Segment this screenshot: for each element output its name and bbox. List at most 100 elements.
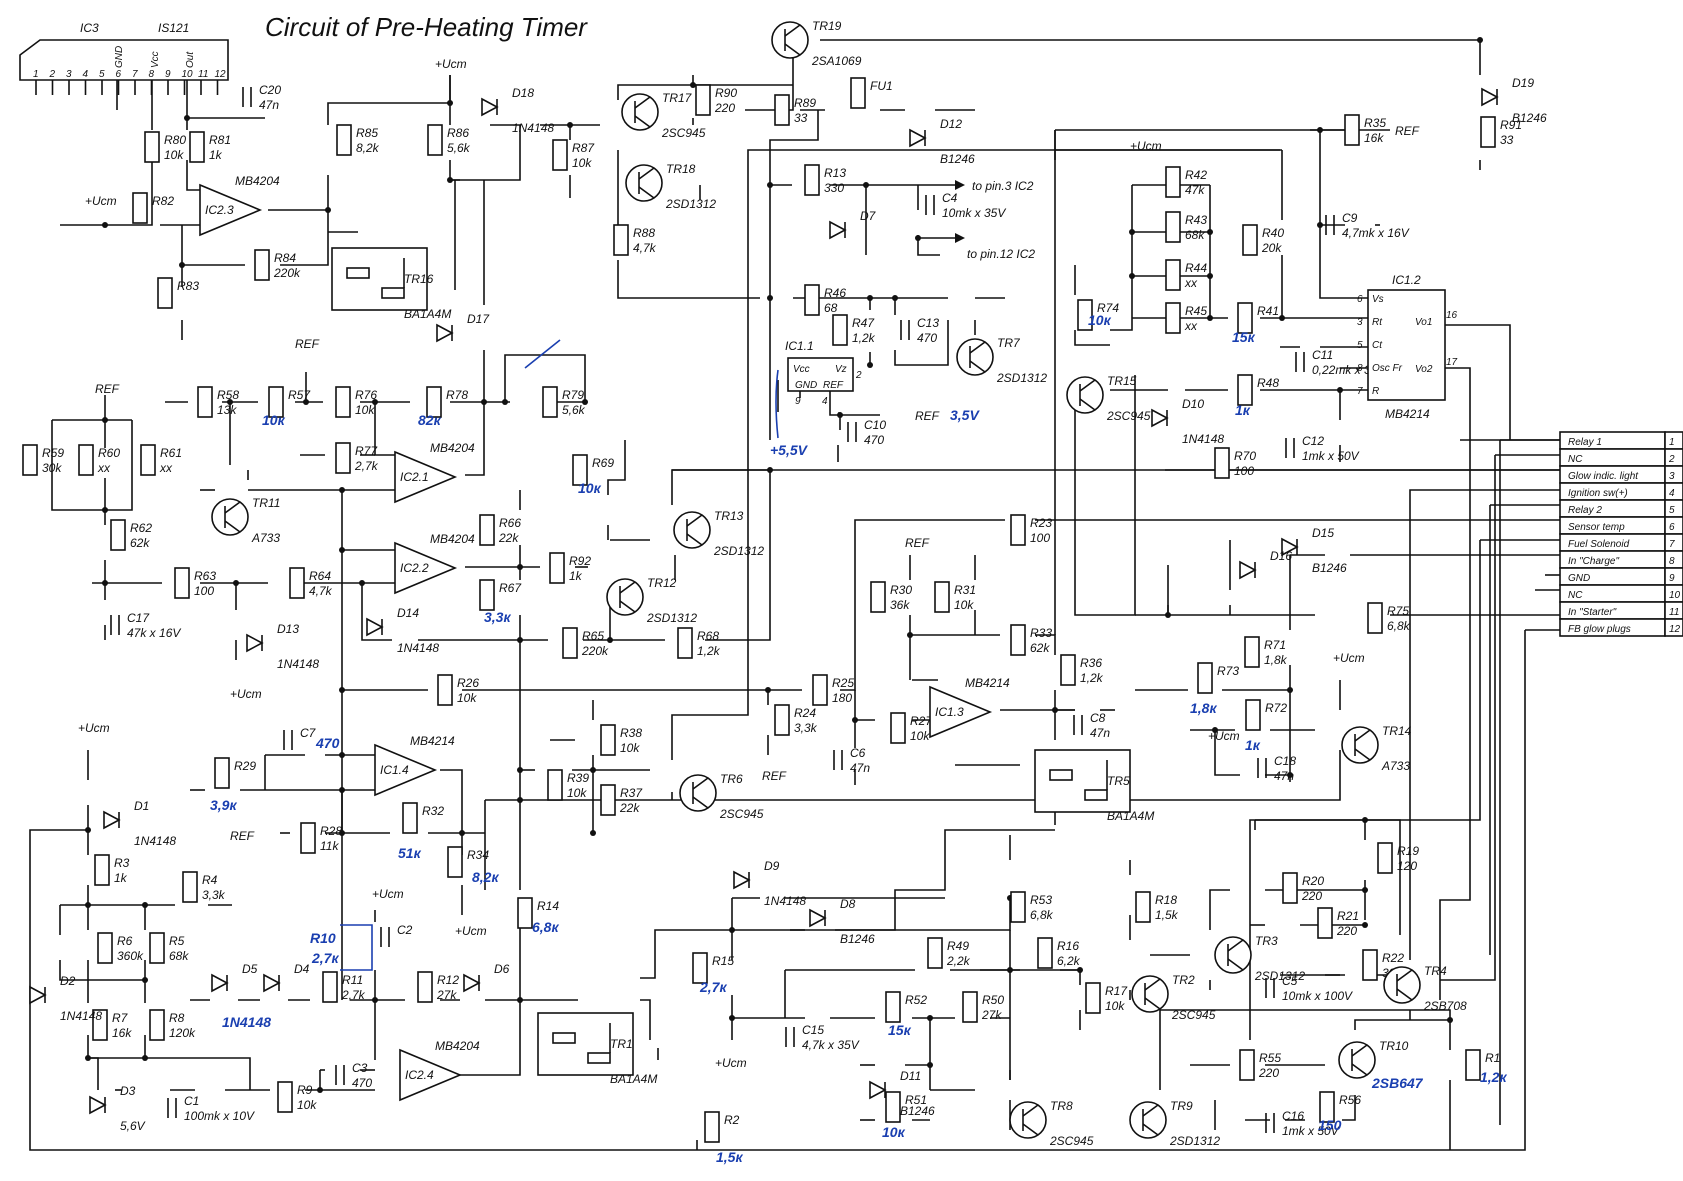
semi-type: B1246 — [840, 932, 875, 946]
component-r51: R51 — [885, 1091, 927, 1123]
component-id: C7 — [300, 726, 317, 740]
component-id: C3 — [352, 1061, 368, 1075]
component-value: 2,7k — [341, 988, 366, 1002]
connector-num: 9 — [1669, 573, 1675, 584]
semi-id: D7 — [860, 209, 877, 223]
supply-label: +Ucm — [1333, 651, 1365, 665]
ref-label: REF — [230, 829, 255, 843]
ic3-pin-6: 6 — [116, 69, 122, 80]
transistor-collector — [1144, 978, 1161, 991]
handwritten-note: 1к — [1245, 737, 1261, 753]
component-value: 180 — [832, 691, 852, 705]
component-value: 2,2k — [946, 954, 971, 968]
component-r52: R52 — [885, 991, 927, 1023]
diode-body — [909, 128, 927, 148]
component-id: R45 — [1185, 304, 1207, 318]
ic1-2-pin-name: Ct — [1372, 340, 1383, 351]
transistor-body — [1341, 726, 1379, 764]
resistor-body — [885, 1091, 901, 1123]
transistor-collector — [634, 96, 651, 109]
component-id: C1 — [184, 1094, 199, 1108]
component-id: R51 — [905, 1093, 927, 1107]
ic1-2-pin-num: 6 — [1357, 294, 1363, 305]
semi-id: D12 — [940, 117, 962, 131]
component-value: 1,2k — [1080, 671, 1104, 685]
semi-type: B1246 — [940, 152, 975, 166]
component-value: 8,2k — [356, 141, 380, 155]
component-id: C6 — [850, 746, 866, 760]
semi-id: D16 — [1270, 549, 1292, 563]
transistor-emitter — [686, 533, 703, 546]
opamp-label: IC2.4 — [405, 1068, 434, 1082]
semi-type: 2SC945 — [1106, 409, 1151, 423]
resistor-body — [1010, 624, 1026, 656]
connector-label: NC — [1568, 590, 1583, 601]
component-value: xx — [159, 461, 173, 475]
transistor-body — [1131, 975, 1169, 1013]
resistor-body — [1465, 1049, 1481, 1081]
component-id: R61 — [160, 446, 182, 460]
semi-type: 2SD1312 — [646, 611, 697, 625]
component-r72: R72 — [1245, 699, 1287, 731]
connector-pin-8: In "Charge"8 — [1559, 550, 1683, 569]
transistor-body — [1129, 1101, 1167, 1139]
component-id: R80 — [164, 133, 186, 147]
component-value: 47n — [1090, 726, 1110, 740]
component-value: 20k — [1261, 241, 1282, 255]
opamp-label: IC2.2 — [400, 561, 429, 575]
diode-body — [263, 973, 281, 993]
resistor-body — [552, 139, 568, 171]
component-id: C15 — [802, 1023, 824, 1037]
ic3-pin-7: 7 — [132, 69, 138, 80]
component-value: 10k — [572, 156, 592, 170]
component-value: 22k — [498, 531, 519, 545]
component-id: R79 — [562, 388, 584, 402]
component-id: R32 — [422, 804, 444, 818]
ic3-name: IS121 — [158, 21, 189, 35]
ic1-2-pin-name: Vs — [1372, 294, 1384, 305]
resistor-body — [695, 84, 711, 116]
component-id: R16 — [1057, 939, 1079, 953]
transistor-emitter — [224, 520, 241, 533]
semi-type: BA1A4M — [404, 307, 451, 321]
component-id: C13 — [917, 316, 939, 330]
ic1-2-pin-num: 7 — [1357, 386, 1363, 397]
ic3-label: IC3 — [80, 21, 99, 35]
handwritten-note: 82к — [418, 412, 442, 428]
relay-contact — [587, 1052, 611, 1064]
ic1-1-gnd: GND — [795, 380, 817, 391]
component-value: 220 — [1258, 1066, 1279, 1080]
component-c2: C2 — [380, 923, 413, 947]
relay-coil — [346, 267, 370, 279]
handwritten-note: 15к — [1232, 329, 1256, 345]
resistor-body — [1037, 937, 1053, 969]
handwritten-note: 15к — [888, 1022, 912, 1038]
component-id: C12 — [1302, 434, 1324, 448]
transistor-body — [673, 511, 711, 549]
component-value: 1mk x 50V — [1302, 449, 1360, 463]
resistor-body — [92, 1009, 108, 1041]
handwritten-note: 10к — [882, 1124, 906, 1140]
component-value: 220 — [1301, 889, 1322, 903]
resistor-body — [1165, 166, 1181, 198]
component-value: 1k — [114, 871, 128, 885]
component-value: 68 — [824, 301, 838, 315]
